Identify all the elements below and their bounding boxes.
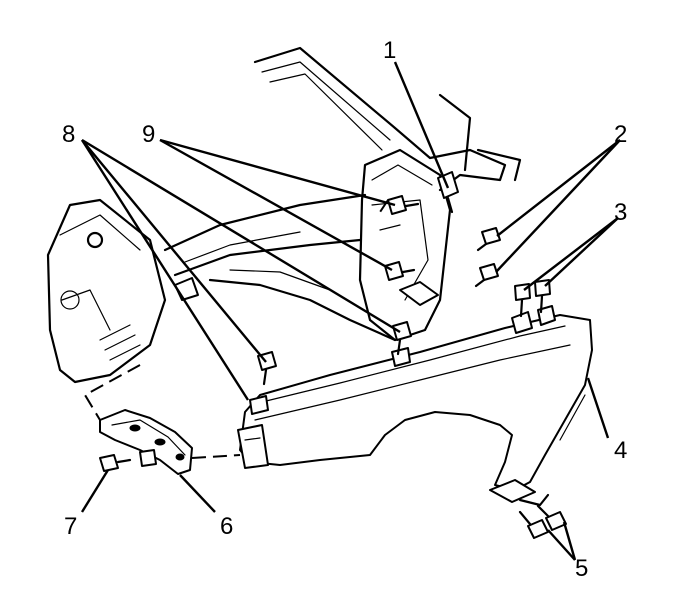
callout-9: 9 [142, 121, 155, 148]
body-structure [46, 46, 522, 384]
callout-2: 2 [614, 121, 627, 148]
bolts-5 [518, 504, 567, 539]
bolts-9 [384, 195, 420, 281]
callout-5: 5 [575, 555, 588, 582]
bolt-7 [99, 449, 157, 472]
callout-1: 1 [383, 37, 396, 64]
callout-4: 4 [614, 437, 627, 464]
fender-bracket [99, 409, 193, 475]
leader-lines [80, 61, 621, 561]
callout-3: 3 [614, 199, 627, 226]
bolts-2 [474, 227, 501, 288]
front-fender [237, 305, 593, 507]
callout-6: 6 [220, 513, 233, 540]
callout-labels: 1 2 3 4 5 6 7 8 9 [62, 37, 627, 582]
callout-8: 8 [62, 121, 75, 148]
callout-7: 7 [64, 513, 77, 540]
